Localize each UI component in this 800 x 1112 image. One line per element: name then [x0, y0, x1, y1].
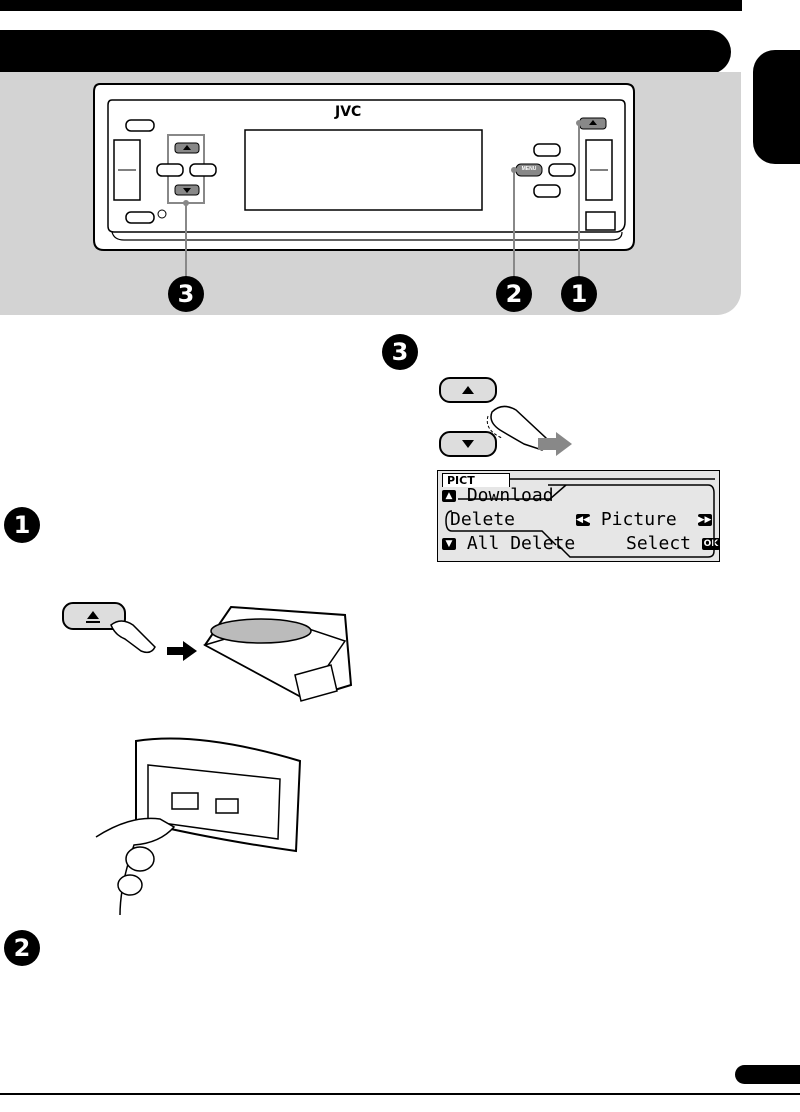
page-number-tab	[735, 1065, 800, 1084]
step-1-badge: 1	[4, 507, 40, 543]
lcd-line-download: ▲ Download	[442, 485, 554, 507]
next-track-icon: ▶▶	[697, 514, 712, 526]
arrow-right-icon	[538, 432, 572, 456]
up-arrow-icon	[462, 386, 474, 394]
lcd-line-delete: Delete	[450, 509, 516, 530]
menu-button-label: MENU	[521, 166, 537, 172]
arrow-buttons-illustration	[439, 377, 572, 457]
step-3-badge: 3	[382, 334, 418, 370]
eject-icon	[87, 611, 99, 619]
lcd-frame-lines	[445, 478, 715, 558]
arrow-right-icon	[167, 641, 197, 661]
language-side-tab	[753, 50, 800, 164]
ok-key-icon: OK	[701, 538, 720, 550]
down-arrow-icon	[183, 188, 191, 193]
remove-panel-illustration	[95, 737, 302, 916]
step-callout-2: 2	[496, 276, 532, 312]
up-key-icon: ▲	[442, 490, 456, 502]
brand-logo: JVC	[335, 104, 362, 120]
step-callout-1: 1	[561, 276, 597, 312]
detach-panel-illustration	[62, 602, 353, 702]
finger-icon	[110, 620, 156, 654]
bottom-rule	[0, 1093, 800, 1095]
lcd-header: PICT	[442, 473, 510, 487]
section-title-bar	[0, 30, 731, 74]
lcd-display: PICT ▲ Download Delete ◀◀ Picture ▶▶ ▼ A…	[437, 470, 720, 562]
eject-icon	[589, 120, 597, 125]
top-rule	[0, 0, 742, 11]
down-key-icon: ▼	[442, 538, 456, 550]
lcd-line-select: Select OK	[626, 533, 720, 554]
disc-icon	[210, 618, 312, 644]
up-arrow-icon	[183, 145, 191, 150]
lcd-line-picture: ◀◀ Picture ▶▶	[576, 509, 712, 530]
car-stereo-faceplate	[93, 83, 635, 292]
down-arrow-icon	[462, 440, 474, 448]
step-2-badge: 2	[4, 930, 40, 966]
step-callout-3: 3	[168, 276, 204, 312]
lcd-line-all-delete: ▼ All Delete	[442, 533, 575, 555]
prev-track-icon: ◀◀	[576, 514, 590, 526]
